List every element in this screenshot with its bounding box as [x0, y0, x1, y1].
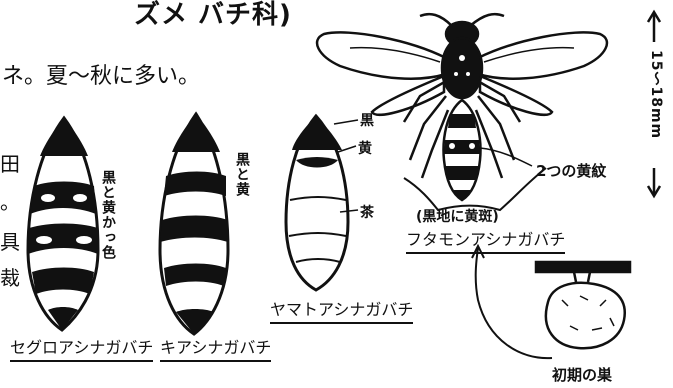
kiashi-caption: キアシナガバチ [160, 334, 271, 362]
futamon-callout: 2つの黄紋 [536, 160, 606, 181]
yamato-label-black: 黒 [360, 110, 374, 130]
yamato-label-brown: 茶 [360, 202, 374, 222]
yamato-label-yellow: 黄 [358, 138, 372, 158]
kiashi-abdomen-drawing [160, 114, 228, 334]
page-title: ズメ バチ科) [134, 2, 292, 28]
nest-drawing [536, 262, 630, 348]
size-scale-label: 15〜18mm [646, 50, 666, 139]
cut-off-char: 田 [0, 148, 20, 177]
yamato-abdomen-drawing [286, 116, 358, 290]
description-text: ネ。夏～秋に多い。 [2, 66, 200, 88]
segurо-caption: セグロアシナガバチ [10, 334, 153, 362]
futamon-sub-caption: (黒地に黄斑) [416, 206, 499, 226]
cut-off-char: 。 [0, 186, 20, 215]
segurо-abdomen-drawing [28, 118, 98, 330]
futamon-caption: フタモンアシナガバチ [406, 226, 565, 254]
yamato-caption: ヤマトアシナガバチ [270, 296, 413, 324]
cut-off-char: 裁 [0, 262, 20, 291]
kiashi-color-note: 黒と黄 [232, 152, 252, 197]
segurо-color-note: 黒と黄かっ色 [98, 170, 118, 260]
nest-label: 初期の巣 [552, 364, 612, 385]
cut-off-char: 具 [0, 226, 20, 255]
